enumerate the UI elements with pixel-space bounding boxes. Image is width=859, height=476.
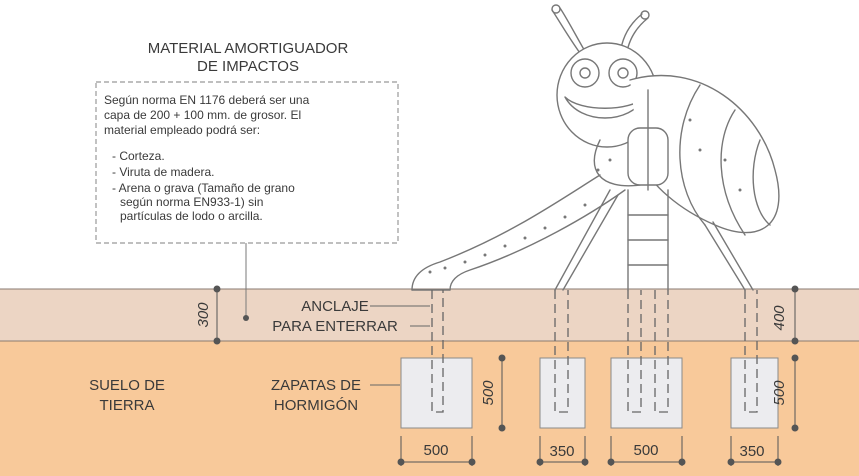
impact-layer [0, 289, 859, 341]
dimension-width-3: 500 [633, 442, 658, 459]
impact-material-title-2: DE IMPACTOS [197, 58, 299, 75]
dimension-depth-left-value: 500 [480, 380, 497, 406]
footing-4 [730, 357, 779, 429]
bee-slide-icon [411, 4, 780, 291]
impact-material-text-3: material empleado podrá ser: [104, 123, 260, 137]
impact-material-item-3b: según norma EN933-1) sin [120, 195, 263, 209]
anchor-posts [431, 290, 758, 413]
footings-label-1: ZAPATAS DE [271, 377, 361, 394]
dimension-width-1: 500 [423, 442, 448, 459]
dimension-width-2: 350 [549, 443, 574, 460]
dimension-depth-right [791, 354, 799, 432]
footing-1 [400, 357, 473, 429]
dimension-depth-left [498, 354, 506, 432]
impact-material-item-3a: - Arena o grava (Tamaño de grano [112, 181, 295, 195]
impact-material-item-2: - Viruta de madera. [112, 165, 215, 179]
dimension-layer-right [791, 285, 799, 345]
impact-material-text-2: capa de 200 + 100 mm. de grosor. El [104, 108, 301, 122]
impact-material-item-3c: partículas de lodo o arcilla. [120, 209, 263, 223]
dimension-layer-right-value: 400 [771, 305, 788, 331]
anchor-leader [370, 305, 430, 327]
soil-label-1: SUELO DE [89, 377, 165, 394]
anchor-label-2: PARA ENTERRAR [272, 318, 398, 335]
concrete-footings [400, 357, 779, 429]
footings-label-2: HORMIGÓN [274, 397, 358, 414]
footing-2 [539, 357, 586, 429]
dimension-depth-right-value: 500 [771, 380, 788, 406]
dimension-width-4: 350 [739, 443, 764, 460]
dimension-widths [397, 436, 782, 466]
note-leader-dot [243, 315, 249, 321]
impact-material-item-1: - Corteza. [112, 149, 165, 163]
footing-3 [610, 357, 683, 429]
dimension-layer-left-value: 300 [195, 302, 212, 328]
dimension-layer-left [213, 285, 221, 345]
impact-material-box [95, 81, 399, 244]
impact-material-title-1: MATERIAL AMORTIGUADOR [148, 40, 349, 57]
anchor-label-1: ANCLAJE [301, 298, 369, 315]
soil-label-2: TIERRA [99, 397, 154, 414]
impact-material-text-1: Según norma EN 1176 deberá ser una [104, 93, 310, 107]
